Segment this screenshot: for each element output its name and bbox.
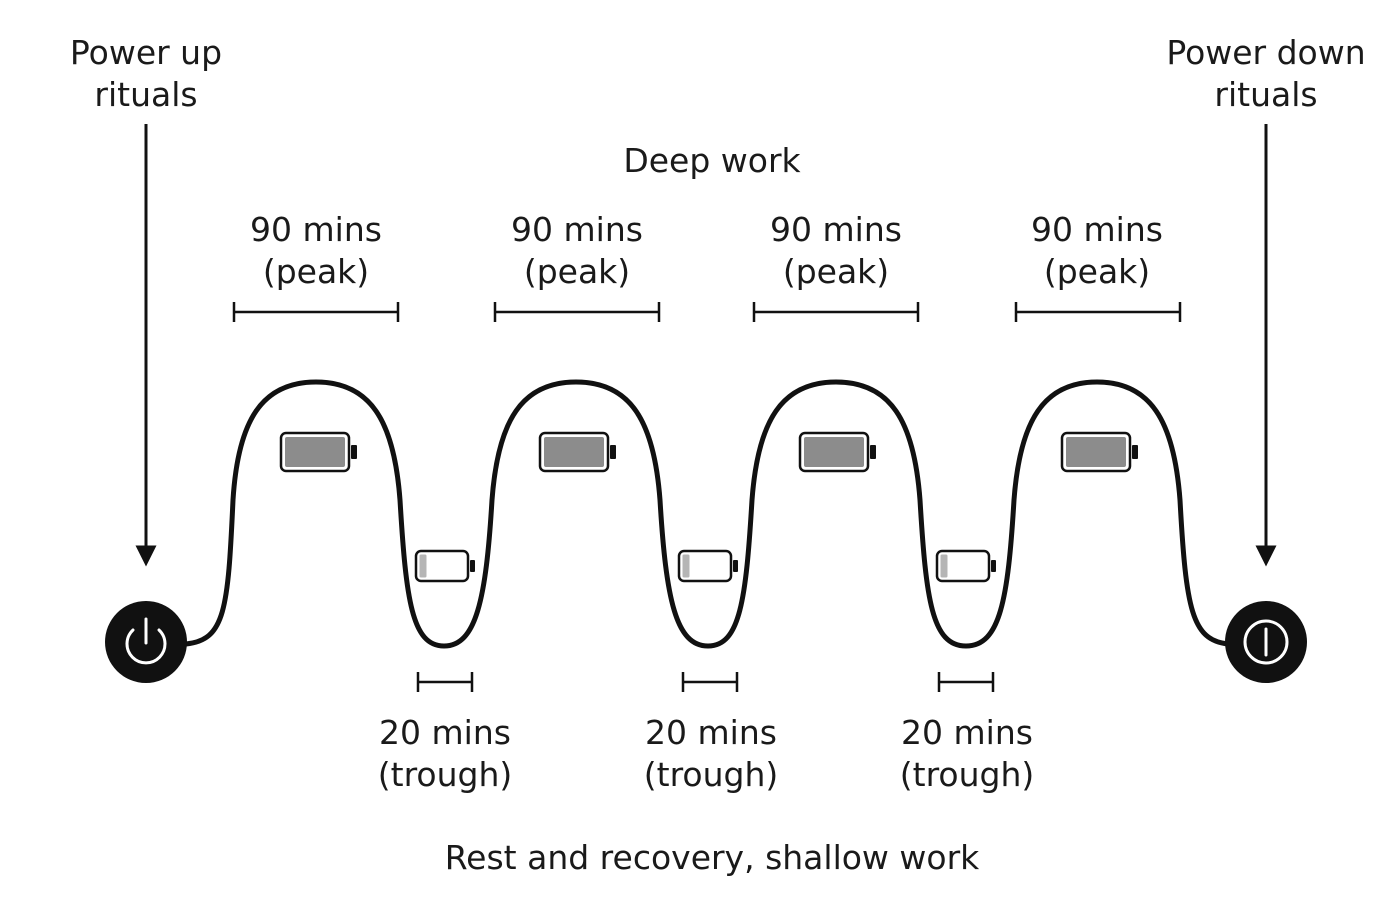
trough-duration: 20 mins [645,713,777,752]
peak-caption: (peak) [783,252,889,291]
peak-2: 90 mins (peak) [493,210,661,322]
peak-1: 90 mins (peak) [232,210,400,322]
peak-caption: (peak) [524,252,630,291]
peak-duration: 90 mins [770,210,902,249]
trough-bracket [681,672,739,692]
deep-work-heading: Deep work [623,141,801,180]
trough-3: 20 mins (trough) [900,672,1035,794]
power-off-icon [1225,601,1307,683]
peak-bracket [1014,302,1182,322]
power-up-label: Power up rituals [70,33,222,114]
peak-duration: 90 mins [1031,210,1163,249]
trough-bracket [416,672,474,692]
battery-full-icon [1060,431,1138,473]
power-up-line1: Power up [70,33,222,72]
battery-full-icon [279,431,357,473]
power-on-icon [105,601,187,683]
battery-low-icon [935,549,996,583]
rest-recovery-heading: Rest and recovery, shallow work [445,838,980,877]
trough-duration: 20 mins [379,713,511,752]
energy-wave [183,379,1231,649]
peak-bracket [493,302,661,322]
trough-caption: (trough) [644,755,779,794]
battery-full-icon [798,431,876,473]
power-up-line2: rituals [94,75,197,114]
battery-full-icon [538,431,616,473]
peak-3: 90 mins (peak) [752,210,920,322]
power-down-label: Power down rituals [1166,33,1365,114]
trough-bracket [937,672,995,692]
peak-bracket [232,302,400,322]
trough-caption: (trough) [378,755,513,794]
peak-caption: (peak) [1044,252,1150,291]
trough-1: 20 mins (trough) [378,672,513,794]
trough-2: 20 mins (trough) [644,672,779,794]
peak-bracket [752,302,920,322]
peak-4: 90 mins (peak) [1014,210,1182,322]
trough-duration: 20 mins [901,713,1033,752]
peak-duration: 90 mins [250,210,382,249]
peak-duration: 90 mins [511,210,643,249]
power-down-line1: Power down [1166,33,1365,72]
power-down-line2: rituals [1214,75,1317,114]
trough-caption: (trough) [900,755,1035,794]
battery-low-icon [414,549,475,583]
peak-caption: (peak) [263,252,369,291]
battery-low-icon [677,549,738,583]
